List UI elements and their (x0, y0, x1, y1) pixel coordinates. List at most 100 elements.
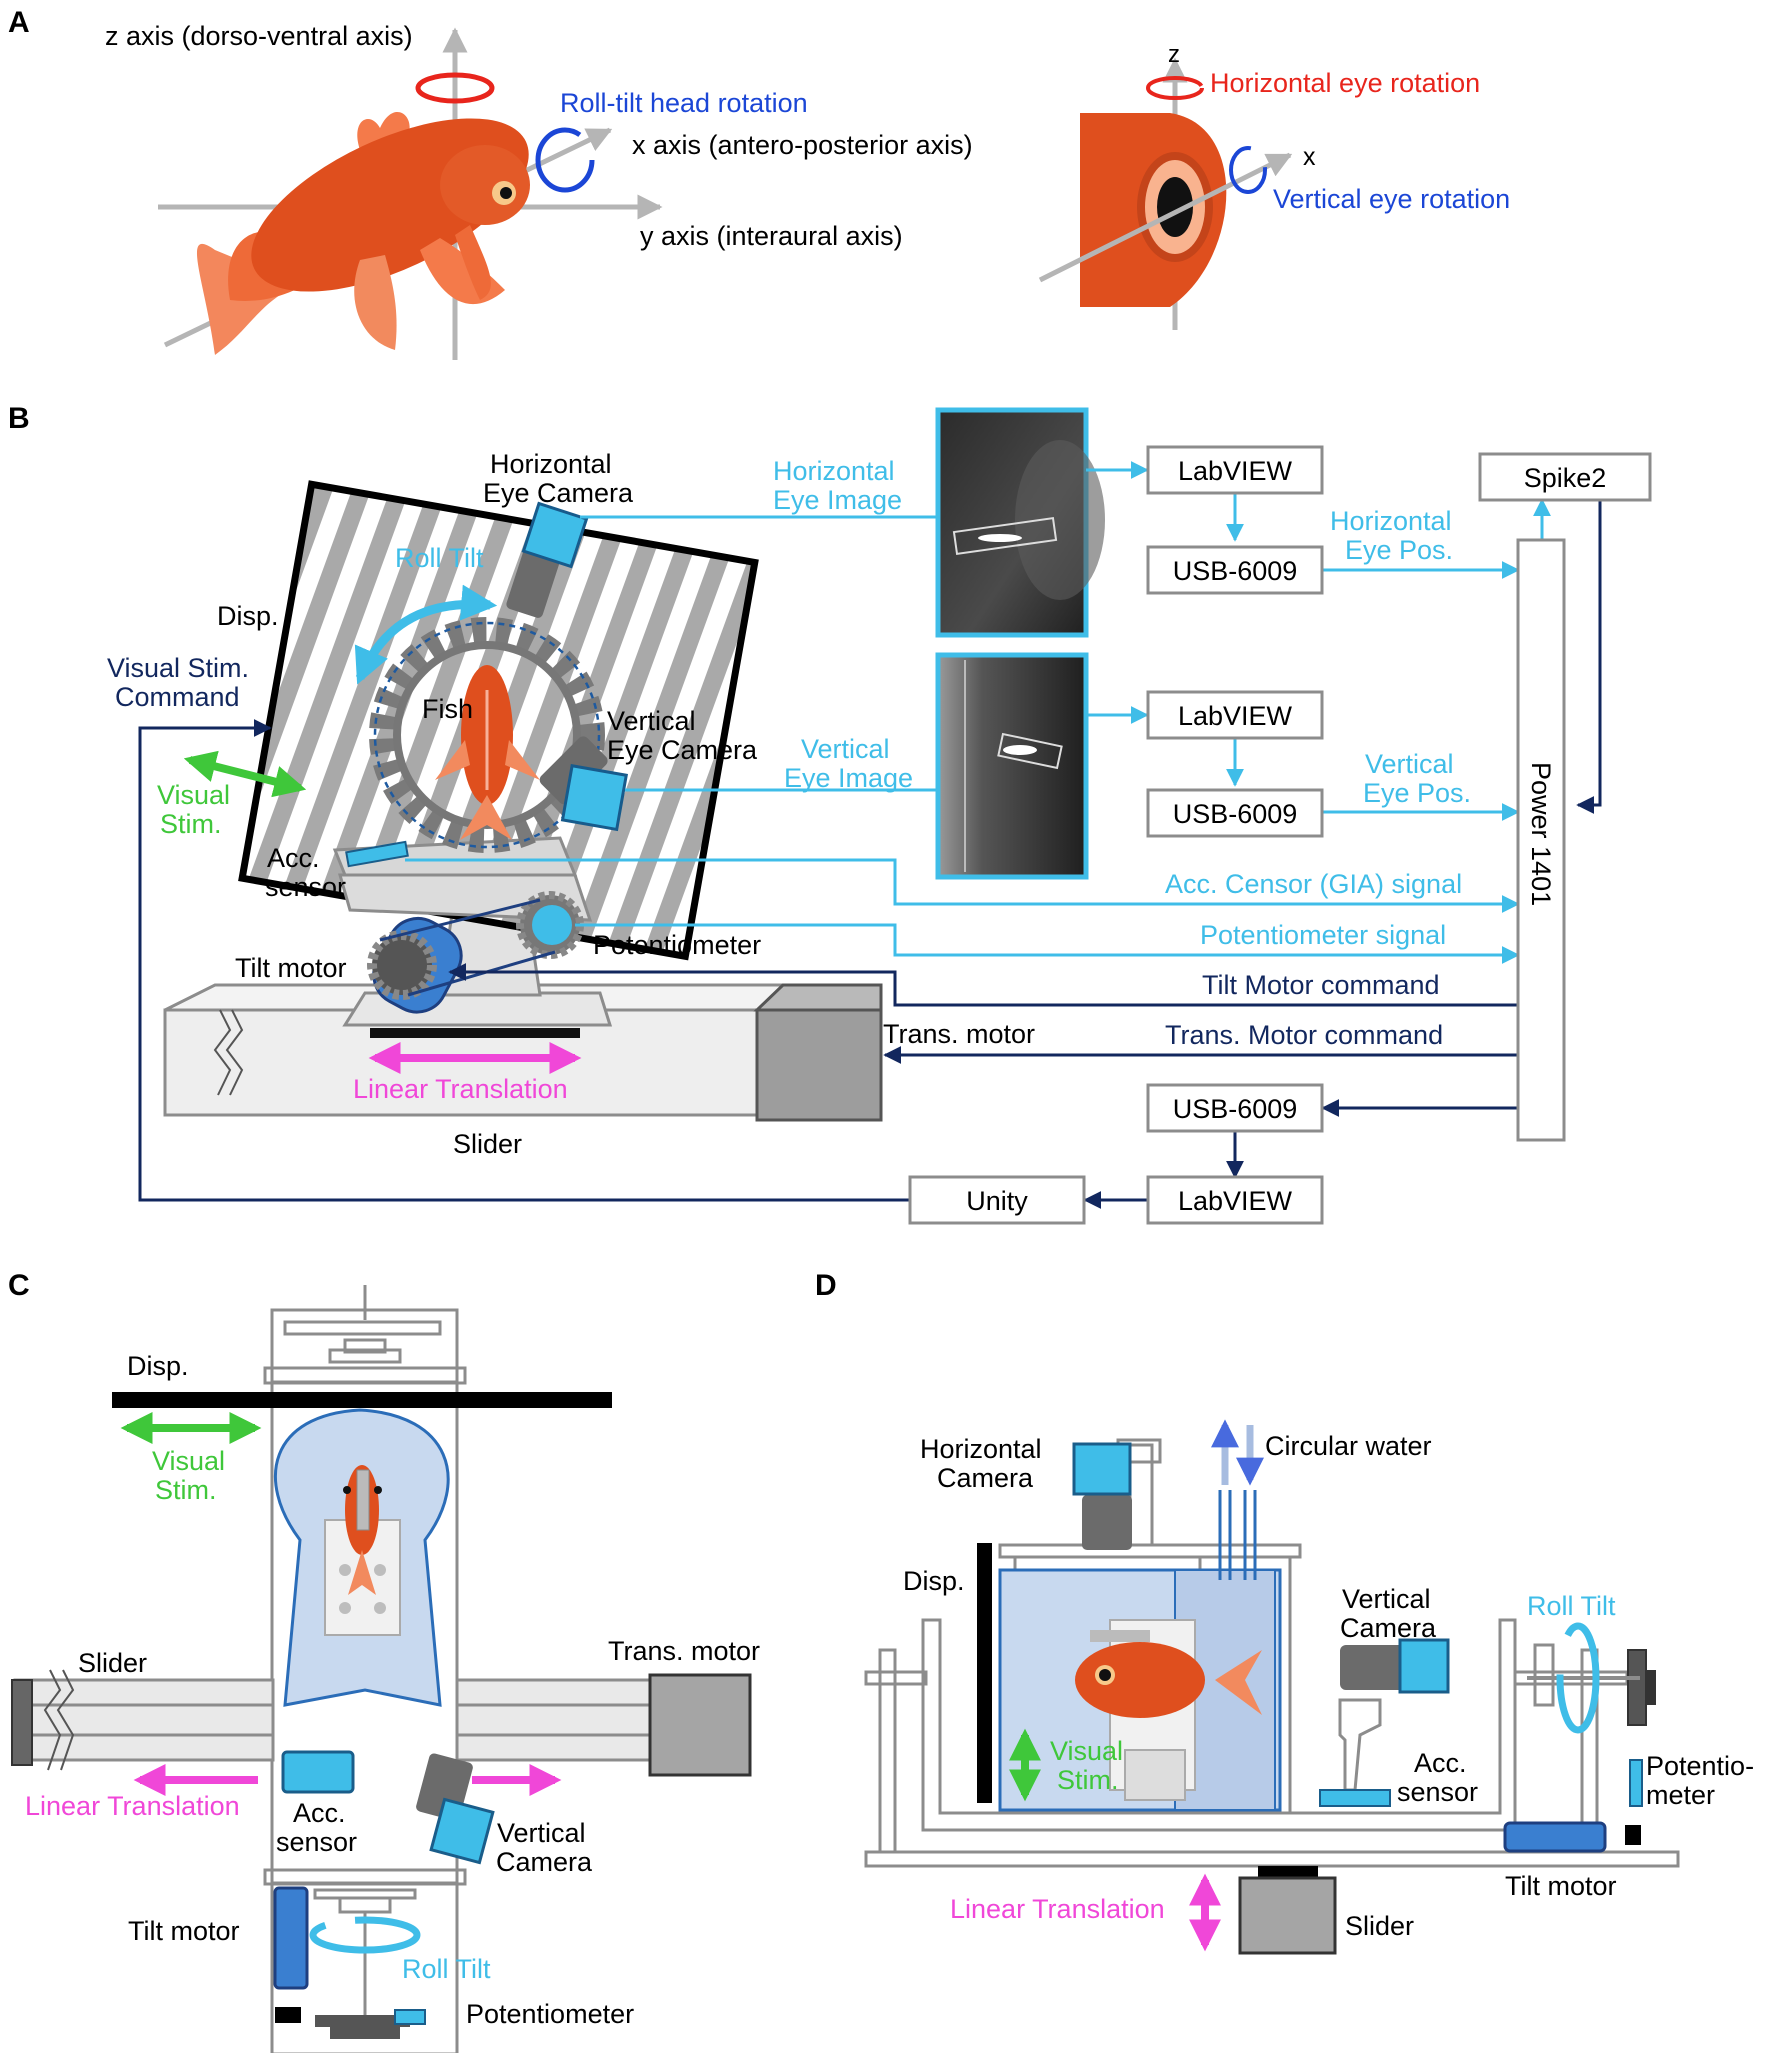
svg-text:Acc.sensor: Acc.sensor (265, 843, 346, 902)
pot-signal-label: Potentiometer signal (1200, 920, 1446, 950)
vertical-eye-image (935, 652, 1089, 880)
spike2-to-power-line (1576, 500, 1602, 814)
acc-sensor-b (345, 840, 409, 868)
fish-b (435, 665, 540, 840)
tilt-motor-d (1503, 1821, 1607, 1853)
vertical-eye-pos-label-1: Vertical (1365, 749, 1454, 779)
tilt-motor-label-d: Tilt motor (1505, 1871, 1617, 1901)
circular-water-label: Circular water (1265, 1431, 1432, 1461)
roll-tilt-label-d: Roll Tilt (1527, 1591, 1616, 1621)
trans-cmd-label: Trans. Motor command (1165, 1020, 1443, 1050)
panel-c: C (8, 1269, 760, 2053)
potentiometer-label-c: Potentiometer (466, 1999, 634, 2029)
slider-block-d (1238, 1876, 1337, 1955)
eye-closeup (1038, 57, 1293, 330)
pot-signal-line (575, 923, 1520, 964)
linear-translation-label-c: Linear Translation (25, 1791, 240, 1821)
potentiometer-label-d-2: meter (1646, 1780, 1715, 1810)
vertical-eye-rotation-label: Vertical eye rotation (1273, 184, 1510, 214)
spike2-label: Spike2 (1524, 463, 1607, 493)
disp-label-c: Disp. (127, 1351, 189, 1381)
tilt-motor-label-c: Tilt motor (128, 1916, 240, 1946)
vertical-camera-label-c-2: Camera (496, 1847, 593, 1877)
slider-label-d: Slider (1345, 1911, 1414, 1941)
potentiometer-label-b: Potentiometer (593, 930, 761, 960)
acc-sensor-d (1319, 1789, 1391, 1807)
horizontal-eye-camera-label-1: Horizontal (490, 449, 612, 479)
labview-box-2 (1146, 690, 1324, 740)
visual-stim-label-c-1: Visual (152, 1446, 225, 1476)
acc-sensor-c (281, 1750, 355, 1794)
usb-label-3: USB-6009 (1173, 1094, 1298, 1124)
visual-stim-label-d-1: Visual (1050, 1736, 1123, 1766)
visual-stim-command-label-2: Command (115, 682, 240, 712)
z-rotation-arrow (415, 72, 495, 104)
display-bar-d (977, 1543, 992, 1803)
panel-d-label: D (815, 1269, 837, 1302)
tilt-motor-c (273, 1886, 309, 1990)
vertical-camera-label-d-2: Camera (1340, 1613, 1437, 1643)
display-bar-c (112, 1392, 612, 1408)
water-tubes-d (1218, 1490, 1257, 1580)
slider-label-b: Slider (453, 1129, 522, 1159)
vertical-eye-pos-label-2: Eye Pos. (1363, 778, 1471, 808)
panel-a: A z axis (dorso-ventral axis) Roll-tilt … (8, 6, 1510, 360)
horizontal-eye-pos-label-1: Horizontal (1330, 506, 1452, 536)
top-bearing-c (263, 1285, 467, 1385)
svg-text:Acc.sensor: Acc.sensor (1397, 1748, 1478, 1807)
tilt-motor-label-b: Tilt motor (235, 953, 347, 983)
panel-b-label: B (8, 402, 30, 435)
roll-tilt-arrow-b (354, 584, 498, 685)
usb-label-1: USB-6009 (1173, 556, 1298, 586)
trans-motor-label-b: Trans. motor (883, 1019, 1035, 1049)
visual-stim-label-c-2: Stim. (155, 1475, 217, 1505)
linear-translation-label-d: Linear Translation (950, 1894, 1165, 1924)
visual-stim-arrow-b (183, 750, 307, 798)
svg-text:Acc.sensor: Acc.sensor (276, 1798, 357, 1857)
roll-tilt-arrow-c (309, 1916, 421, 1954)
goldfish-illustration (196, 111, 530, 355)
labview-box-1 (1146, 445, 1324, 495)
svg-text:Potentio-meter: Potentio-meter (1646, 1751, 1754, 1810)
z-axis-label: z axis (dorso-ventral axis) (105, 21, 413, 51)
usb-box-3 (1146, 1083, 1324, 1133)
vertical-eye-camera-label-2: Eye Camera (607, 735, 758, 765)
labview-label-1: LabVIEW (1178, 456, 1293, 486)
horizontal-eye-image-label-2: Eye Image (773, 485, 902, 515)
labview-box-3 (1146, 1175, 1324, 1225)
labview-label-2: LabVIEW (1178, 701, 1293, 731)
horizontal-camera-d (1072, 1442, 1132, 1550)
labview-label-3: LabVIEW (1178, 1186, 1293, 1216)
potentiometer-label-d-1: Potentio- (1646, 1751, 1754, 1781)
horizontal-eye-camera (506, 501, 589, 618)
svg-text:Visual Stim.Command: Visual Stim.Command (107, 653, 249, 712)
trans-motor-block-c (648, 1673, 752, 1777)
vertical-camera-c (416, 1753, 495, 1865)
acc-sensor-label-d-1: Acc. (1414, 1748, 1467, 1778)
fish-c (343, 1465, 382, 1595)
panel-b: B (8, 402, 1652, 1225)
vertical-eye-image-label-1: Vertical (801, 734, 890, 764)
horizontal-eye-rotation-label: Horizontal eye rotation (1210, 68, 1480, 98)
tilt-cmd-label: Tilt Motor command (1202, 970, 1440, 1000)
disp-label-d: Disp. (903, 1566, 965, 1596)
vertical-eye-image-label-2: Eye Image (784, 763, 913, 793)
gear (369, 617, 605, 853)
horizontal-camera-label-d-1: Horizontal (920, 1434, 1042, 1464)
usb-label-2: USB-6009 (1173, 799, 1298, 829)
vertical-camera-label-d-1: Vertical (1342, 1584, 1431, 1614)
disp-label-b: Disp. (217, 601, 279, 631)
fish-label-b: Fish (422, 694, 473, 724)
unity-label: Unity (966, 1186, 1028, 1216)
